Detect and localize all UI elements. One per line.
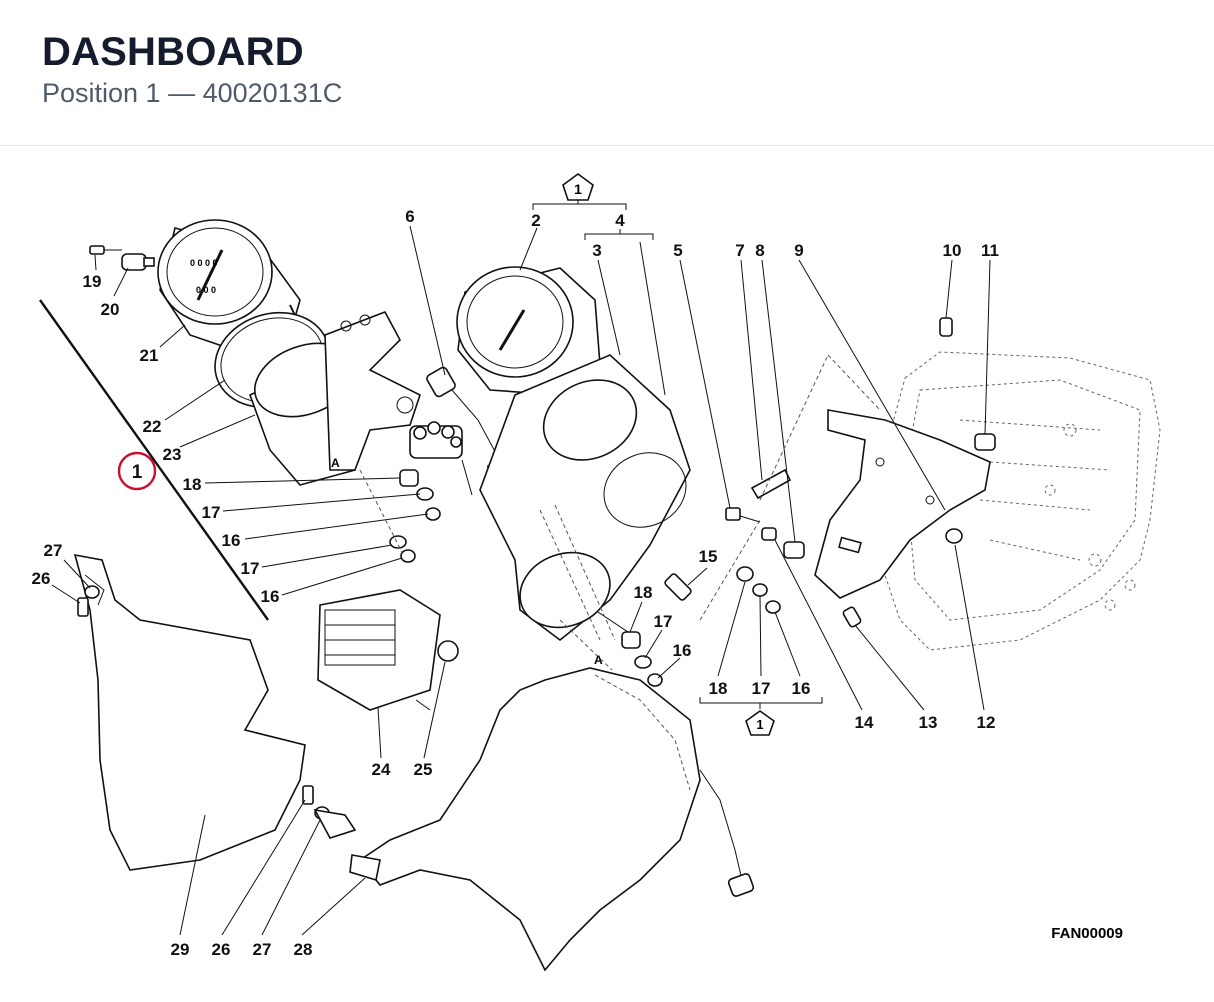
connector-15 bbox=[664, 573, 692, 601]
callout-16-left-lower: 16 bbox=[261, 587, 280, 606]
exploded-parts-diagram: 0 0 0 0 0 0 0 bbox=[0, 147, 1214, 997]
callout-27-bottom: 27 bbox=[253, 940, 272, 959]
callout-16-left: 16 bbox=[222, 531, 241, 550]
diagram-code: FAN00009 bbox=[1051, 925, 1123, 942]
callout-18-left: 18 bbox=[183, 475, 202, 494]
fasteners-26-27 bbox=[77, 585, 381, 882]
callout-3: 3 bbox=[592, 241, 601, 260]
center-gauge bbox=[456, 266, 601, 396]
ref-a-left: A bbox=[331, 456, 340, 470]
clip-7 bbox=[750, 468, 792, 500]
callout-8: 8 bbox=[755, 241, 764, 260]
leader-lines bbox=[51, 225, 991, 936]
nut-20 bbox=[121, 253, 155, 271]
group-brackets bbox=[532, 198, 823, 709]
callout-25: 25 bbox=[414, 760, 433, 779]
callout-14: 14 bbox=[855, 713, 874, 732]
callout-17-center: 17 bbox=[654, 612, 673, 631]
callout-5: 5 bbox=[673, 241, 682, 260]
kit-marker-bottom: 1 bbox=[745, 710, 775, 736]
callout-6: 6 bbox=[405, 207, 414, 226]
svg-text:1: 1 bbox=[132, 462, 143, 483]
callout-18-right: 18 bbox=[709, 679, 728, 698]
callout-4: 4 bbox=[615, 211, 625, 230]
callout-11: 11 bbox=[981, 241, 999, 260]
callout-29: 29 bbox=[171, 940, 190, 959]
callout-19: 19 bbox=[83, 272, 102, 291]
svg-text:0 0 0: 0 0 0 bbox=[196, 285, 216, 295]
callout-15: 15 bbox=[699, 547, 718, 566]
callout-21: 21 bbox=[140, 346, 159, 365]
ref-a-center: A bbox=[594, 653, 603, 667]
page-header: DASHBOARD Position 1 — 40020131C bbox=[0, 0, 1214, 146]
callout-9: 9 bbox=[794, 241, 803, 260]
callout-10: 10 bbox=[943, 241, 962, 260]
diagram-canvas: 0 0 0 0 0 0 0 bbox=[32, 173, 1161, 972]
spacers-8 bbox=[761, 527, 805, 559]
page-title: DASHBOARD bbox=[42, 30, 304, 74]
callout-18-center: 18 bbox=[634, 583, 653, 602]
svg-text:1: 1 bbox=[756, 717, 763, 732]
callout-labels: 2 4 6 3 5 7 8 9 10 11 19 20 21 22 23 18 … bbox=[32, 207, 999, 959]
callout-20: 20 bbox=[101, 300, 120, 319]
svg-text:1: 1 bbox=[574, 181, 582, 197]
callout-12: 12 bbox=[977, 713, 996, 732]
left-gauge: 0 0 0 0 0 0 0 bbox=[157, 219, 303, 353]
callout-17-left-lower: 17 bbox=[241, 559, 260, 578]
callout-24: 24 bbox=[372, 760, 391, 779]
callout-17-left: 17 bbox=[202, 503, 221, 522]
fairing-right-28 bbox=[358, 667, 755, 972]
callout-2: 2 bbox=[531, 211, 540, 230]
callout-26-left: 26 bbox=[32, 569, 51, 588]
callout-23: 23 bbox=[163, 445, 182, 464]
callout-13: 13 bbox=[919, 713, 938, 732]
position-divider-line bbox=[39, 299, 269, 621]
position-marker: 1 bbox=[117, 451, 157, 491]
bulb-25 bbox=[437, 640, 459, 662]
callout-27-left: 27 bbox=[44, 541, 63, 560]
callout-22: 22 bbox=[143, 417, 162, 436]
warning-lights-24 bbox=[317, 589, 441, 711]
left-mount-bracket bbox=[324, 311, 421, 471]
fairing-left-29 bbox=[73, 553, 306, 871]
kit-marker-top: 1 bbox=[562, 173, 594, 201]
callout-7: 7 bbox=[735, 241, 744, 260]
callout-16-right: 16 bbox=[792, 679, 811, 698]
support-bracket-9 bbox=[814, 409, 991, 599]
callout-28: 28 bbox=[294, 940, 313, 959]
callout-16-center: 16 bbox=[673, 641, 692, 660]
dash-panel bbox=[479, 354, 691, 642]
svg-text:0 0 0 0: 0 0 0 0 bbox=[190, 258, 218, 268]
bolts-10-11-12-13 bbox=[842, 317, 996, 628]
callout-17-right: 17 bbox=[752, 679, 771, 698]
bolt-5 bbox=[725, 507, 761, 523]
page-subtitle: Position 1 — 40020131C bbox=[42, 78, 343, 108]
callout-26-bottom: 26 bbox=[212, 940, 231, 959]
right-grommet-stack bbox=[736, 566, 781, 614]
screw-19 bbox=[89, 245, 122, 255]
